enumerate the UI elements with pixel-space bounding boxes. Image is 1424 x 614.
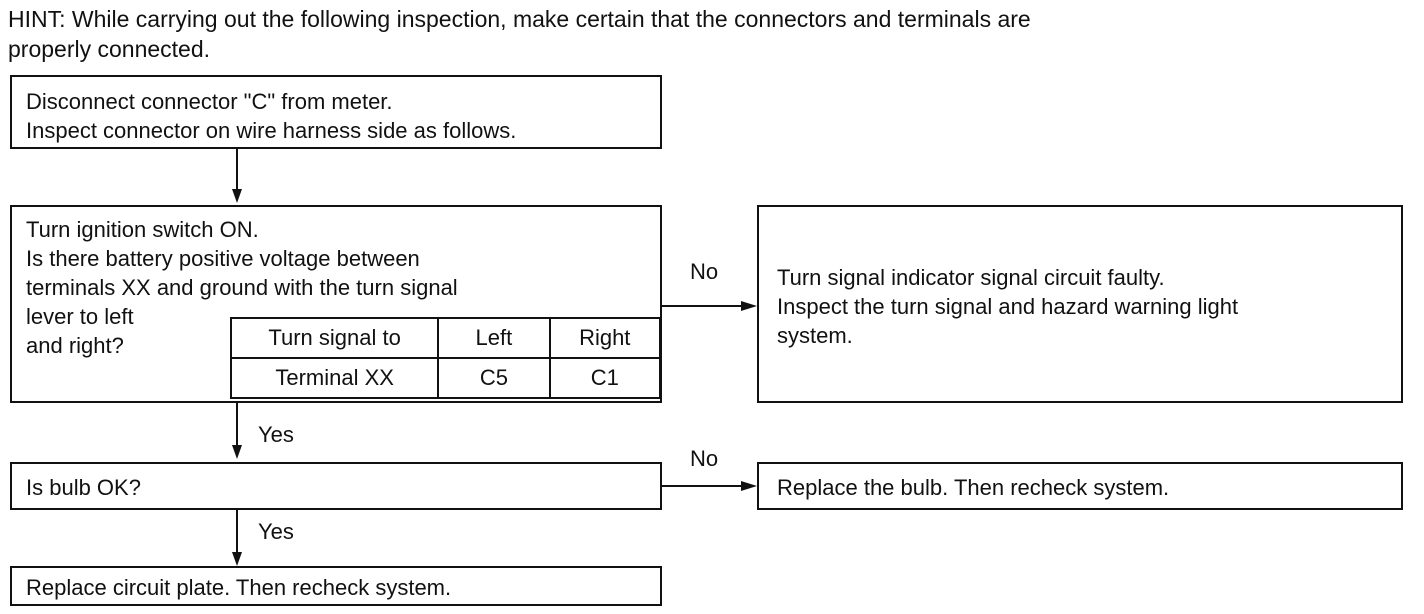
table-cell: C1	[548, 357, 661, 399]
table-cell: Terminal XX	[229, 357, 440, 399]
step-voltage-line-1: Turn ignition switch ON.	[26, 217, 259, 242]
terminal-table-row: Terminal XX C5 C1	[229, 357, 661, 399]
flow-line-1	[236, 149, 238, 191]
step-replace-circuit-plate-text: Replace circuit plate. Then recheck syst…	[26, 575, 452, 600]
step-voltage-line-3: terminals XX and ground with the turn si…	[26, 275, 458, 300]
flow-arrow-right-icon	[741, 301, 757, 311]
flow-line-no-1	[662, 305, 744, 307]
step-voltage-line-5: and right?	[26, 333, 124, 358]
step-voltage-line-2: Is there battery positive voltage betwee…	[26, 246, 420, 271]
yes-label-2: Yes	[258, 519, 294, 544]
step-disconnect-line-2: Inspect connector on wire harness side a…	[26, 118, 517, 143]
step-disconnect-line-1: Disconnect connector "C" from meter.	[26, 89, 393, 114]
flow-arrow-right-icon	[741, 481, 757, 491]
result-replace-bulb-text: Replace the bulb. Then recheck system.	[777, 475, 1170, 500]
table-cell: C5	[437, 357, 551, 399]
step-disconnect-box: Disconnect connector "C" from meter. Ins…	[10, 75, 662, 149]
hint-line-2: properly connected.	[8, 36, 211, 62]
table-header-cell: Left	[437, 317, 551, 359]
result-circuit-line-2: Inspect the turn signal and hazard warni…	[777, 294, 1239, 319]
table-header-cell: Turn signal to	[229, 317, 440, 359]
result-circuit-faulty-box: Turn signal indicator signal circuit fau…	[757, 205, 1403, 403]
step-bulb-check-box: Is bulb OK?	[10, 462, 662, 510]
flow-arrow-down-icon	[232, 552, 242, 566]
terminal-table: Turn signal to Left Right Terminal XX C5…	[229, 317, 661, 399]
flow-line-yes-2	[236, 510, 238, 554]
no-label-2: No	[690, 446, 719, 471]
terminal-table-header-row: Turn signal to Left Right	[229, 317, 661, 359]
no-label-1: No	[690, 259, 719, 284]
flow-line-yes-1	[236, 403, 238, 447]
hint-text: HINT: While carrying out the following i…	[8, 4, 1408, 64]
result-circuit-line-3: system.	[777, 323, 853, 348]
step-replace-circuit-plate-box: Replace circuit plate. Then recheck syst…	[10, 566, 662, 606]
hint-line-1: HINT: While carrying out the following i…	[8, 6, 1031, 32]
flow-arrow-down-icon	[232, 189, 242, 203]
flow-line-no-2	[662, 485, 744, 487]
result-replace-bulb-box: Replace the bulb. Then recheck system.	[757, 462, 1403, 510]
table-header-cell: Right	[548, 317, 661, 359]
step-voltage-line-4: lever to left	[26, 304, 134, 329]
step-bulb-text: Is bulb OK?	[26, 475, 141, 500]
result-circuit-line-1: Turn signal indicator signal circuit fau…	[777, 265, 1165, 290]
flow-arrow-down-icon	[232, 445, 242, 459]
yes-label-1: Yes	[258, 422, 294, 447]
